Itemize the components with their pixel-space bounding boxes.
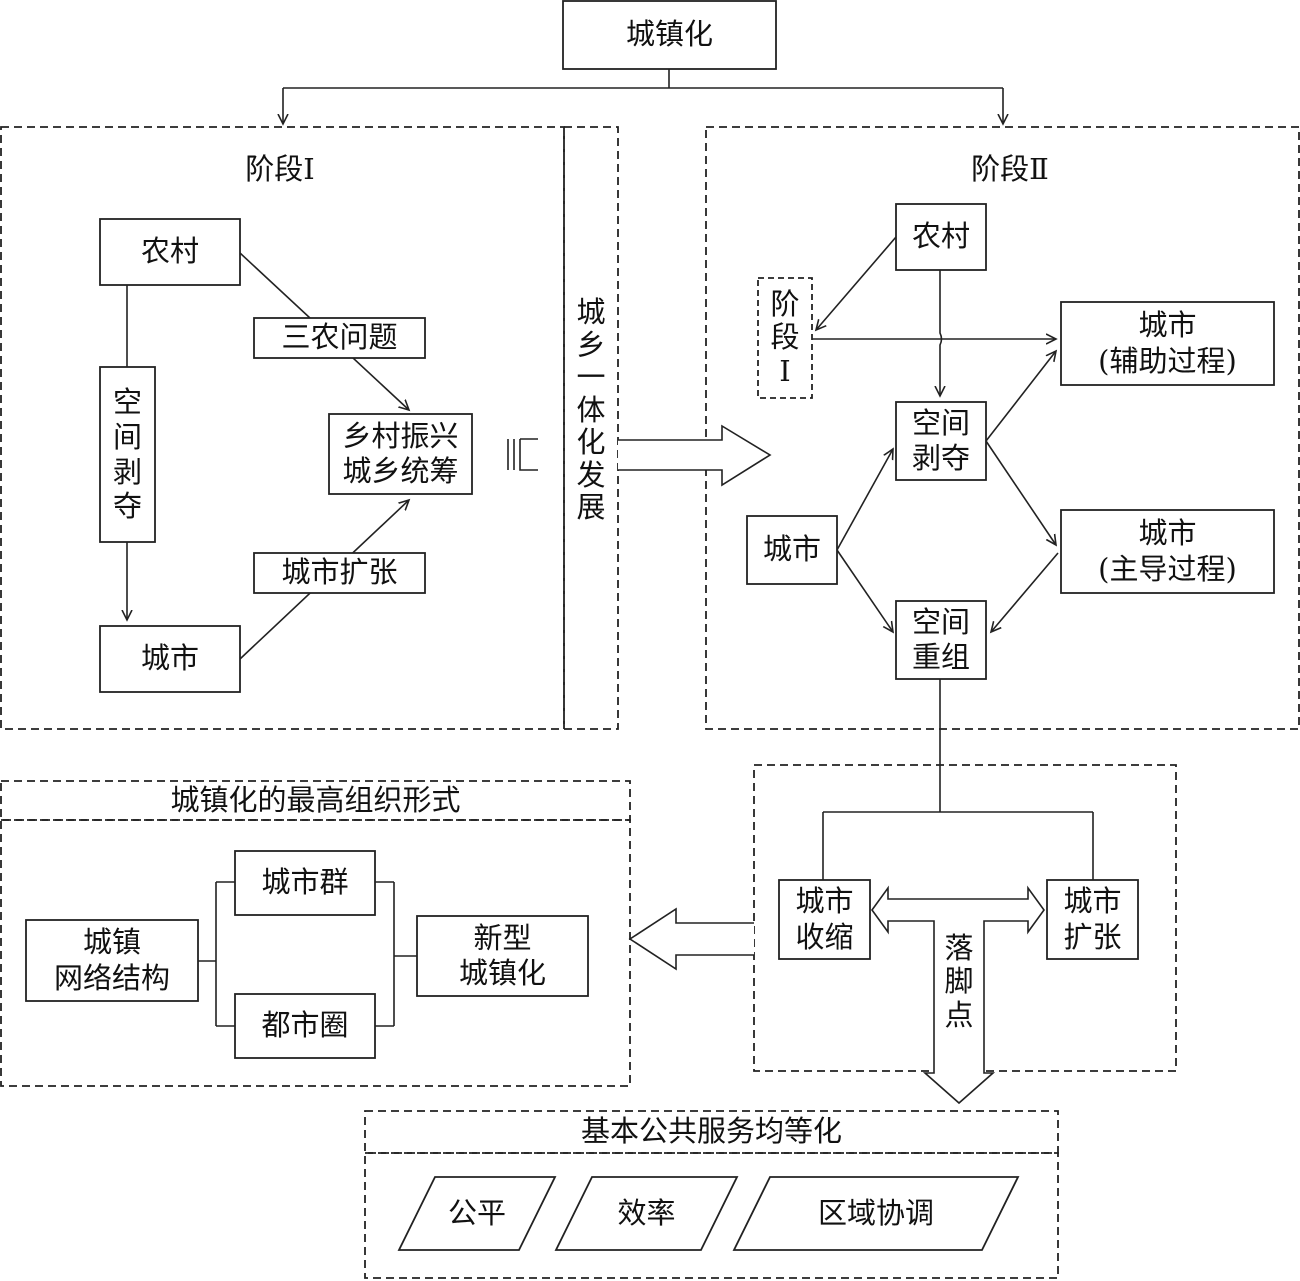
outcome-shrink-box: [778, 879, 871, 960]
connector-bars: [507, 438, 538, 471]
rural-to-deprivation-arrow: [940, 270, 942, 396]
service-frame: [364, 1152, 1059, 1279]
agglomeration-label: 城市群: [261, 865, 349, 900]
integration-label: 城乡一体化发展: [576, 295, 606, 525]
metro-label: 都市圈: [261, 1008, 349, 1043]
stage2-city-aux-label: 城市 (辅助过程): [1098, 308, 1237, 378]
stage2-city-dom-box: [1060, 509, 1275, 594]
root-box: [562, 0, 777, 70]
stage1-rural-label: 农村: [140, 234, 199, 269]
left-hollow-arrow: [628, 907, 754, 971]
stage1-expansion-label: 城市扩张: [281, 555, 398, 590]
service-title-frame: [364, 1110, 1059, 1154]
stage1-city-label: 城市: [140, 641, 199, 676]
stage2-city-box: [746, 515, 838, 585]
agglomeration-box: [234, 850, 376, 916]
coordination-parallelogram: [732, 1176, 1020, 1251]
deprivation-to-cityaux-arrow: [985, 351, 1056, 442]
new-urban-label: 新型 城镇化: [458, 920, 546, 990]
stage2-city-dom-label: 城市 (主导过程): [1098, 516, 1237, 586]
deprivation-to-citydom-arrow: [985, 440, 1056, 545]
stage1-sannong-label: 三农问题: [281, 320, 398, 355]
stage1-deprivation-label: 空间剥夺: [112, 384, 142, 524]
stage2-deprivation-box: [895, 401, 987, 481]
foothold-arrow: [871, 885, 1045, 1105]
new-urban-bracket: [375, 881, 417, 1027]
stage1-expansion-box: [253, 552, 426, 594]
network-box: [25, 919, 199, 1002]
fairness-parallelogram: [397, 1176, 557, 1251]
stage1-revital-box: [328, 413, 473, 495]
stage2-deprivation-label: 空间 剥夺: [911, 405, 970, 475]
service-title: 基本公共服务均等化: [580, 1114, 842, 1149]
stage1-rural-box: [99, 218, 241, 286]
coordination-label: 区域协调: [817, 1195, 934, 1230]
root-label: 城镇化: [625, 17, 713, 52]
stage2-rural-box: [895, 203, 987, 271]
efficiency-parallelogram: [554, 1176, 739, 1251]
stage1-sannong-box: [253, 317, 426, 359]
stage2-stage1ref-label: 阶段Ⅰ: [770, 286, 800, 388]
highest-frame: [0, 819, 631, 1087]
integration-frame: [563, 126, 619, 730]
citydom-to-reorg-arrow: [991, 552, 1059, 632]
stage2-stage1ref-box: [757, 277, 813, 399]
stage2-city-aux-box: [1060, 301, 1275, 386]
foothold-label: 落脚点: [944, 930, 974, 1032]
outcome-expand-box: [1046, 879, 1139, 960]
outcome-expand-label: 城市 扩张: [1063, 884, 1122, 954]
big-hollow-arrow: [618, 424, 772, 487]
stage2-frame: [705, 126, 1300, 730]
fairness-label: 公平: [447, 1195, 506, 1230]
highest-title: 城镇化的最高组织形式: [170, 782, 461, 817]
rural-to-stage1ref-arrow: [816, 236, 897, 330]
stage2-rural-label: 农村: [911, 219, 970, 254]
stage1-revital-label: 乡村振兴 城乡统筹: [342, 418, 459, 488]
root-split-line: [283, 69, 1003, 89]
efficiency-label: 效率: [617, 1195, 676, 1230]
stage2-reorg-box: [895, 600, 987, 680]
stage1-frame: [0, 126, 565, 730]
stage2-reorg-label: 空间 重组: [911, 604, 970, 674]
city-to-deprivation-arrow: [836, 449, 893, 551]
network-label: 城镇 网络结构: [53, 925, 170, 995]
city-to-reorg-arrow: [836, 549, 893, 632]
stage1-title: 阶段Ⅰ: [245, 152, 315, 187]
reorg-to-outcome-lines: [822, 679, 1094, 880]
stage2-title: 阶段Ⅱ: [971, 152, 1049, 187]
outcome-shrink-label: 城市 收缩: [795, 884, 854, 954]
network-bracket: [198, 881, 235, 1027]
stage2-city-label: 城市: [762, 532, 821, 567]
